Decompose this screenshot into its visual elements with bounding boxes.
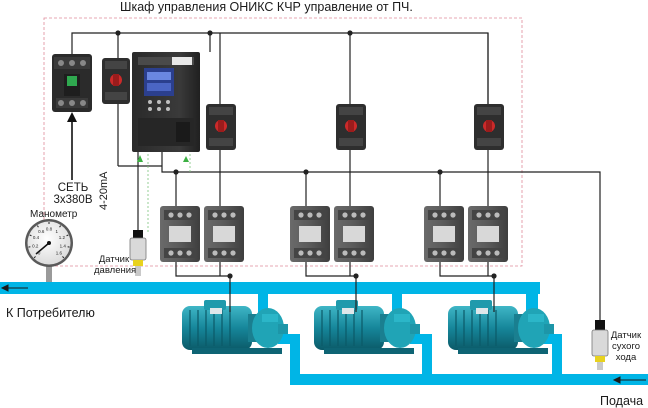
- power-wiring: [71, 32, 601, 334]
- dry-run-sensor: [591, 320, 609, 370]
- pump-1-suction-drop: [290, 334, 300, 385]
- signal-arrow: [137, 155, 143, 162]
- pump-1-discharge-riser: [258, 294, 268, 314]
- pump-3-suction-drop: [552, 334, 562, 385]
- pump-2-discharge-riser: [392, 294, 402, 314]
- vfd-motor-breaker: [102, 58, 130, 104]
- contactor-1b: [204, 206, 244, 262]
- pressure-sensor-label-line2: давления: [94, 265, 137, 276]
- gauge-tick: [29, 234, 32, 237]
- suction-header-pipe: [290, 374, 648, 385]
- contactor-2a: [290, 206, 330, 262]
- consumer-flow-arrowhead: [0, 284, 9, 292]
- dry-run-sensor-label: Датчик сухого хода: [606, 330, 646, 363]
- dry-run-sensor-label-line3: хода: [615, 352, 637, 363]
- signal-wiring: [147, 150, 191, 232]
- pump-3-circuit-breaker: [474, 104, 504, 150]
- supply-label: Подача: [600, 394, 644, 408]
- gauge-tick: [66, 234, 69, 237]
- manometer-label: Манометр: [30, 209, 78, 220]
- pump-1: [182, 300, 288, 354]
- network-label: СЕТЬ 3х380В: [50, 182, 96, 206]
- network-label-line2: 3х380В: [53, 194, 93, 206]
- pump-3: [448, 300, 554, 354]
- gauge-tick-label: 1: [56, 229, 59, 234]
- network-label-line1: СЕТЬ: [57, 182, 89, 194]
- signal-label: 4-20mA: [98, 171, 110, 210]
- pressure-sensor: [129, 230, 147, 276]
- contactor-2b: [334, 206, 374, 262]
- pump-1-circuit-breaker: [206, 104, 236, 150]
- feedback-arrow: [183, 156, 189, 162]
- contactor-3a: [424, 206, 464, 262]
- to-consumer-label: К Потребителю: [6, 306, 95, 320]
- gauge-tick-label: 1.6: [56, 250, 63, 255]
- pump-2-suction-drop: [422, 334, 432, 385]
- pump-2: [314, 300, 420, 354]
- main-circuit-breaker: [52, 54, 92, 112]
- gauge-tick-label: 0.6: [38, 229, 45, 234]
- gauge-tick-label: 0: [38, 250, 41, 255]
- dry-run-sensor-label-line1: Датчик: [610, 330, 642, 341]
- frequency-converter: [132, 52, 200, 152]
- pressure-sensor-label: Датчик давления: [94, 254, 137, 276]
- pump-1-suction-pipe: [278, 334, 292, 344]
- pump-3-suction-pipe: [540, 334, 562, 344]
- manometer: [25, 219, 73, 282]
- pump-2-suction-pipe: [410, 334, 424, 344]
- page-title: Шкаф управления ОНИКС КЧР управление от …: [120, 0, 413, 14]
- gauge-tick-label: 1.4: [60, 243, 67, 248]
- contactor-3b: [468, 206, 508, 262]
- pressure-sensor-label-line1: Датчик: [98, 254, 130, 265]
- gauge-tick-label: 0.4: [33, 235, 40, 240]
- network-feed-arrowhead: [67, 112, 77, 122]
- wiring-junctions: [115, 30, 497, 279]
- control-cabinet-border: [43, 17, 523, 267]
- flow-arrows: [0, 284, 646, 384]
- gauge-tick: [59, 225, 62, 228]
- gauge-tick-label: 0.8: [46, 227, 53, 232]
- gauge-tick-label: 1.2: [59, 235, 66, 240]
- contactor-1a: [160, 206, 200, 262]
- gauge-tick: [36, 225, 39, 228]
- discharge-header-pipe: [0, 282, 540, 294]
- gauge-tick: [33, 256, 36, 259]
- dry-run-sensor-label-line2: сухого: [612, 341, 640, 352]
- gauge-tick-label: 0.2: [32, 243, 39, 248]
- supply-flow-arrowhead: [612, 376, 621, 384]
- gauge-tick: [62, 256, 65, 259]
- pump-2-circuit-breaker: [336, 104, 366, 150]
